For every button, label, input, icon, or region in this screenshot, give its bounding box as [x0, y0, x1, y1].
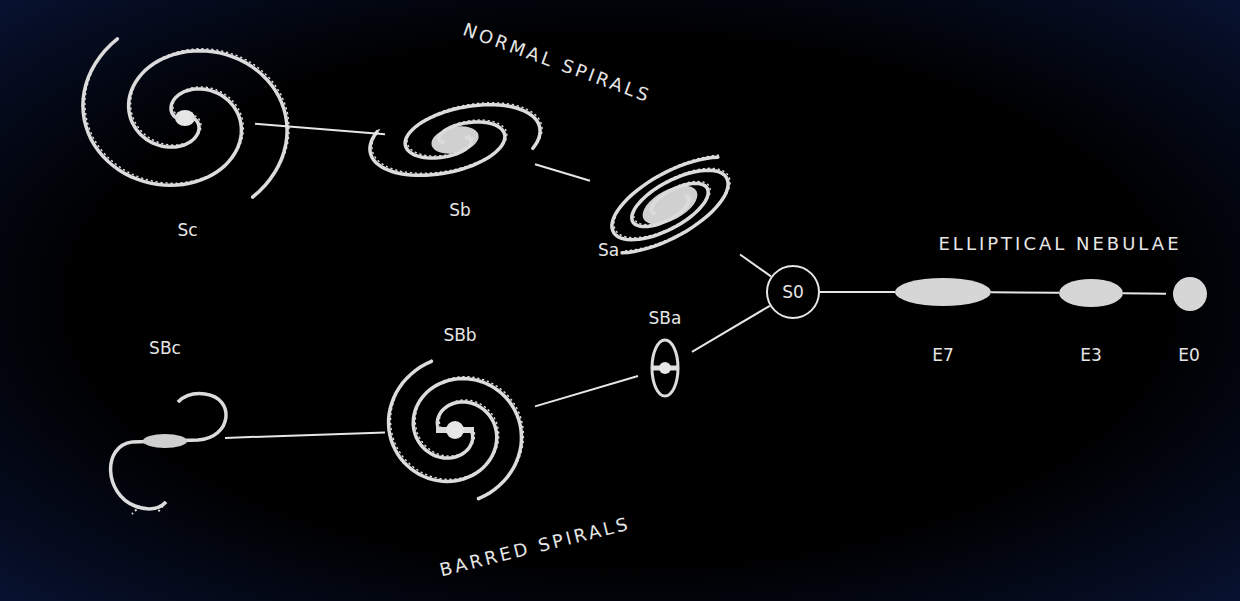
galaxy-type-label: SBb	[443, 325, 476, 345]
galaxy-figure: E0	[1166, 277, 1212, 365]
spiral-arm	[389, 361, 497, 481]
elliptical-galaxy	[1173, 277, 1207, 311]
sequence-line	[255, 124, 385, 135]
sequence-line	[535, 164, 590, 181]
spiral-arm	[111, 442, 166, 509]
sequence-line	[692, 306, 770, 352]
galaxy-type-label: Sb	[449, 200, 471, 220]
connector-line	[535, 376, 638, 406]
spiral-arm	[83, 39, 242, 185]
galaxy-nucleus	[446, 421, 464, 439]
galaxy-type-label: Sc	[177, 220, 197, 240]
section-label: NORMAL SPIRALS	[460, 18, 654, 106]
spiral-arm	[413, 379, 521, 499]
sequence-line	[535, 376, 638, 406]
spiral-arm	[391, 359, 499, 479]
barred-ring	[652, 340, 678, 396]
spiral-arm	[612, 157, 718, 240]
sequence-line	[991, 292, 1059, 293]
sequence-line	[820, 292, 895, 293]
galaxy-figure: E3	[1059, 277, 1123, 365]
spiral-arm	[85, 37, 244, 183]
galaxy-bar	[143, 434, 187, 448]
spiral-arm	[131, 49, 290, 195]
sequence-line	[225, 432, 385, 438]
galaxy-figure: SBa	[638, 308, 692, 396]
spiral-arm	[405, 105, 540, 158]
spiral-arm	[370, 122, 505, 175]
connector-line	[820, 291, 895, 293]
galaxy-type-label: E3	[1080, 345, 1102, 365]
section-label: ELLIPTICAL NEBULAE	[938, 233, 1181, 254]
galaxy-figure: Sa	[590, 165, 740, 260]
elliptical-galaxy	[895, 278, 991, 306]
spiral-arm	[372, 120, 507, 173]
connector-line	[692, 306, 770, 352]
galaxy-type-label: SBc	[149, 338, 181, 358]
spiral-arm	[407, 103, 542, 156]
spiral-arm	[614, 155, 720, 238]
sequence-line	[740, 255, 771, 277]
connector-line	[255, 124, 385, 135]
connector-line	[1123, 292, 1166, 294]
connector-line	[225, 432, 385, 438]
spiral-arm	[132, 396, 186, 514]
section-label-holder: BARRED SPIRALS	[437, 512, 632, 580]
sequence-line	[1123, 293, 1166, 294]
galaxy-figure: Sb	[385, 95, 535, 220]
connector-line	[740, 255, 771, 277]
galaxy-figure: SBb	[385, 325, 535, 500]
galaxy-type-label: E7	[932, 345, 954, 365]
connector-line	[991, 291, 1059, 293]
section-label-holder: NORMAL SPIRALS	[460, 18, 654, 106]
section-label: BARRED SPIRALS	[437, 512, 632, 580]
galaxy-circle: S0	[766, 265, 820, 319]
galaxy-type-label: SBa	[649, 308, 682, 328]
galaxy-type-label: E0	[1178, 345, 1200, 365]
connector-line	[535, 164, 590, 181]
section-label-holder: ELLIPTICAL NEBULAE	[938, 233, 1181, 254]
galaxy-type-label: Sa	[598, 240, 619, 260]
galaxy-figure: Sc	[120, 45, 255, 240]
galaxy-bulge	[636, 178, 703, 233]
galaxy-type-label: S0	[782, 282, 804, 302]
galaxy-figure: E7	[895, 275, 991, 365]
elliptical-galaxy	[1059, 279, 1123, 307]
galaxy-nucleus	[659, 362, 671, 374]
galaxy-figure: SBc	[105, 338, 225, 520]
spiral-arms	[83, 37, 730, 499]
